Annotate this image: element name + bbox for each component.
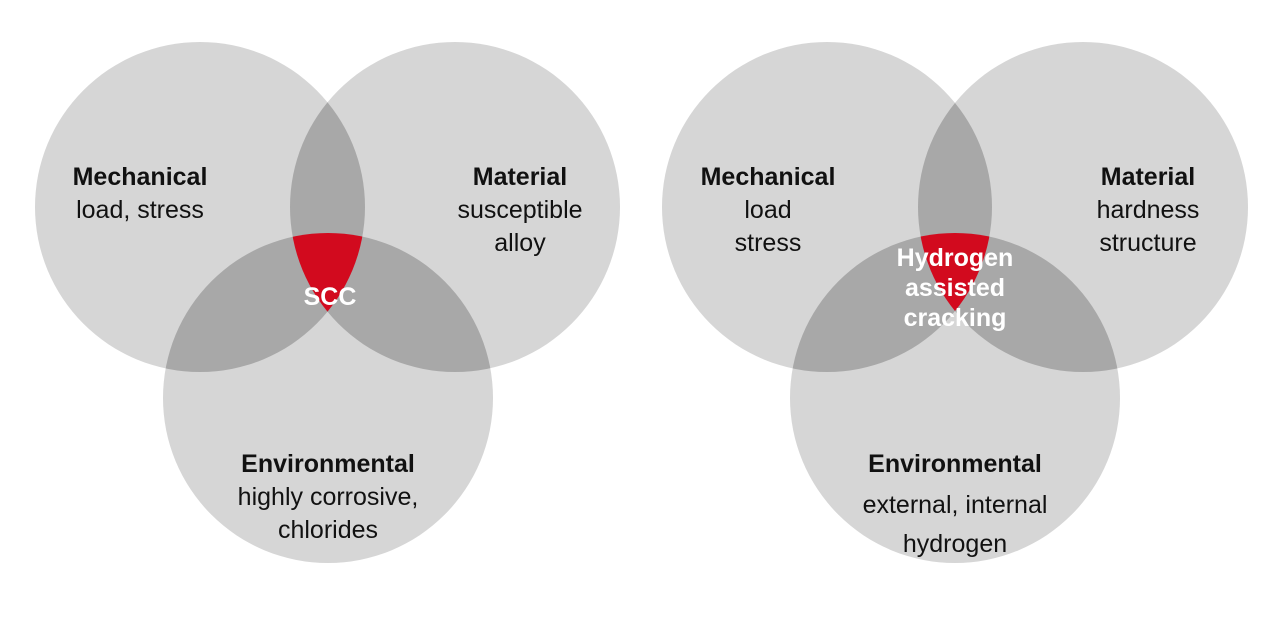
material-line-2: structure <box>1099 229 1196 257</box>
material-line-2: alloy <box>494 229 546 257</box>
mechanical-title: Mechanical <box>73 163 208 191</box>
overlap-material-environmental <box>918 233 1120 372</box>
center-label-line-2: assisted <box>905 274 1005 302</box>
environmental-line-1: highly corrosive, <box>238 483 419 511</box>
center-label-line-1: Hydrogen <box>897 244 1014 272</box>
overlap-material-environmental <box>290 233 493 372</box>
mechanical-line-1: load, stress <box>76 196 204 224</box>
venn-circles <box>662 42 1248 563</box>
material-line-1: susceptible <box>457 196 582 224</box>
overlap-mechanical-environmental <box>163 233 365 372</box>
center-label-line-1: SCC <box>304 283 357 311</box>
mechanical-line-2: stress <box>735 229 802 257</box>
material-title: Material <box>1101 163 1195 191</box>
mechanical-line-1: load <box>744 196 791 224</box>
environmental-title: Environmental <box>241 450 415 478</box>
venn-circles <box>35 42 620 563</box>
material-title: Material <box>473 163 567 191</box>
environmental-line-2: hydrogen <box>903 530 1007 558</box>
center-label-line-3: cracking <box>904 304 1007 332</box>
material-line-1: hardness <box>1097 196 1200 224</box>
venn-diagram-scc: Mechanical load, stress Material suscept… <box>35 42 620 563</box>
environmental-line-1: external, internal <box>863 491 1048 519</box>
mechanical-title: Mechanical <box>701 163 836 191</box>
venn-diagram-hydrogen: Mechanical load stress Material hardness… <box>662 42 1248 563</box>
environmental-line-2: chlorides <box>278 516 378 544</box>
overlap-mechanical-environmental <box>790 233 992 372</box>
environmental-title: Environmental <box>868 450 1042 478</box>
